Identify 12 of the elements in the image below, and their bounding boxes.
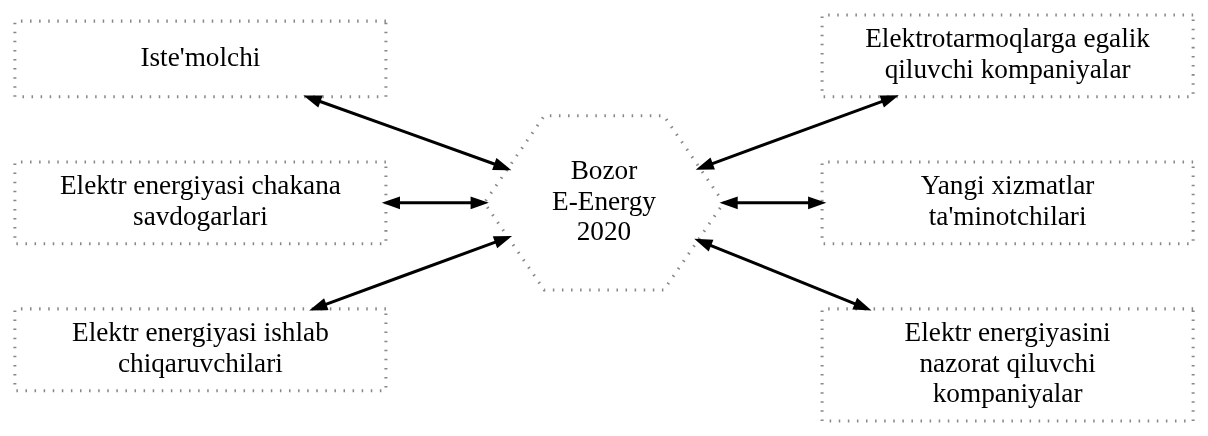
node-box: Elektr energiyasi chakana savdogarlari xyxy=(13,160,388,246)
arrow xyxy=(303,95,512,171)
node-box: Elektrotarmoqlarga egalik qiluvchi kompaniyalar xyxy=(820,13,1195,99)
arrow xyxy=(695,95,899,170)
arrow xyxy=(719,196,827,210)
arrow xyxy=(309,236,513,311)
node-box: Elektr energiyasini nazorat qiluvchi kompaniyalar xyxy=(820,307,1195,423)
node-box: Iste'molchi xyxy=(13,19,388,99)
node-box: Elektr energiyasi ishlab chiqaruvchilari xyxy=(13,307,388,393)
arrow xyxy=(381,196,489,210)
arrow xyxy=(694,238,872,311)
node-box: Yangi xizmatlar ta'minotchilari xyxy=(820,160,1195,246)
